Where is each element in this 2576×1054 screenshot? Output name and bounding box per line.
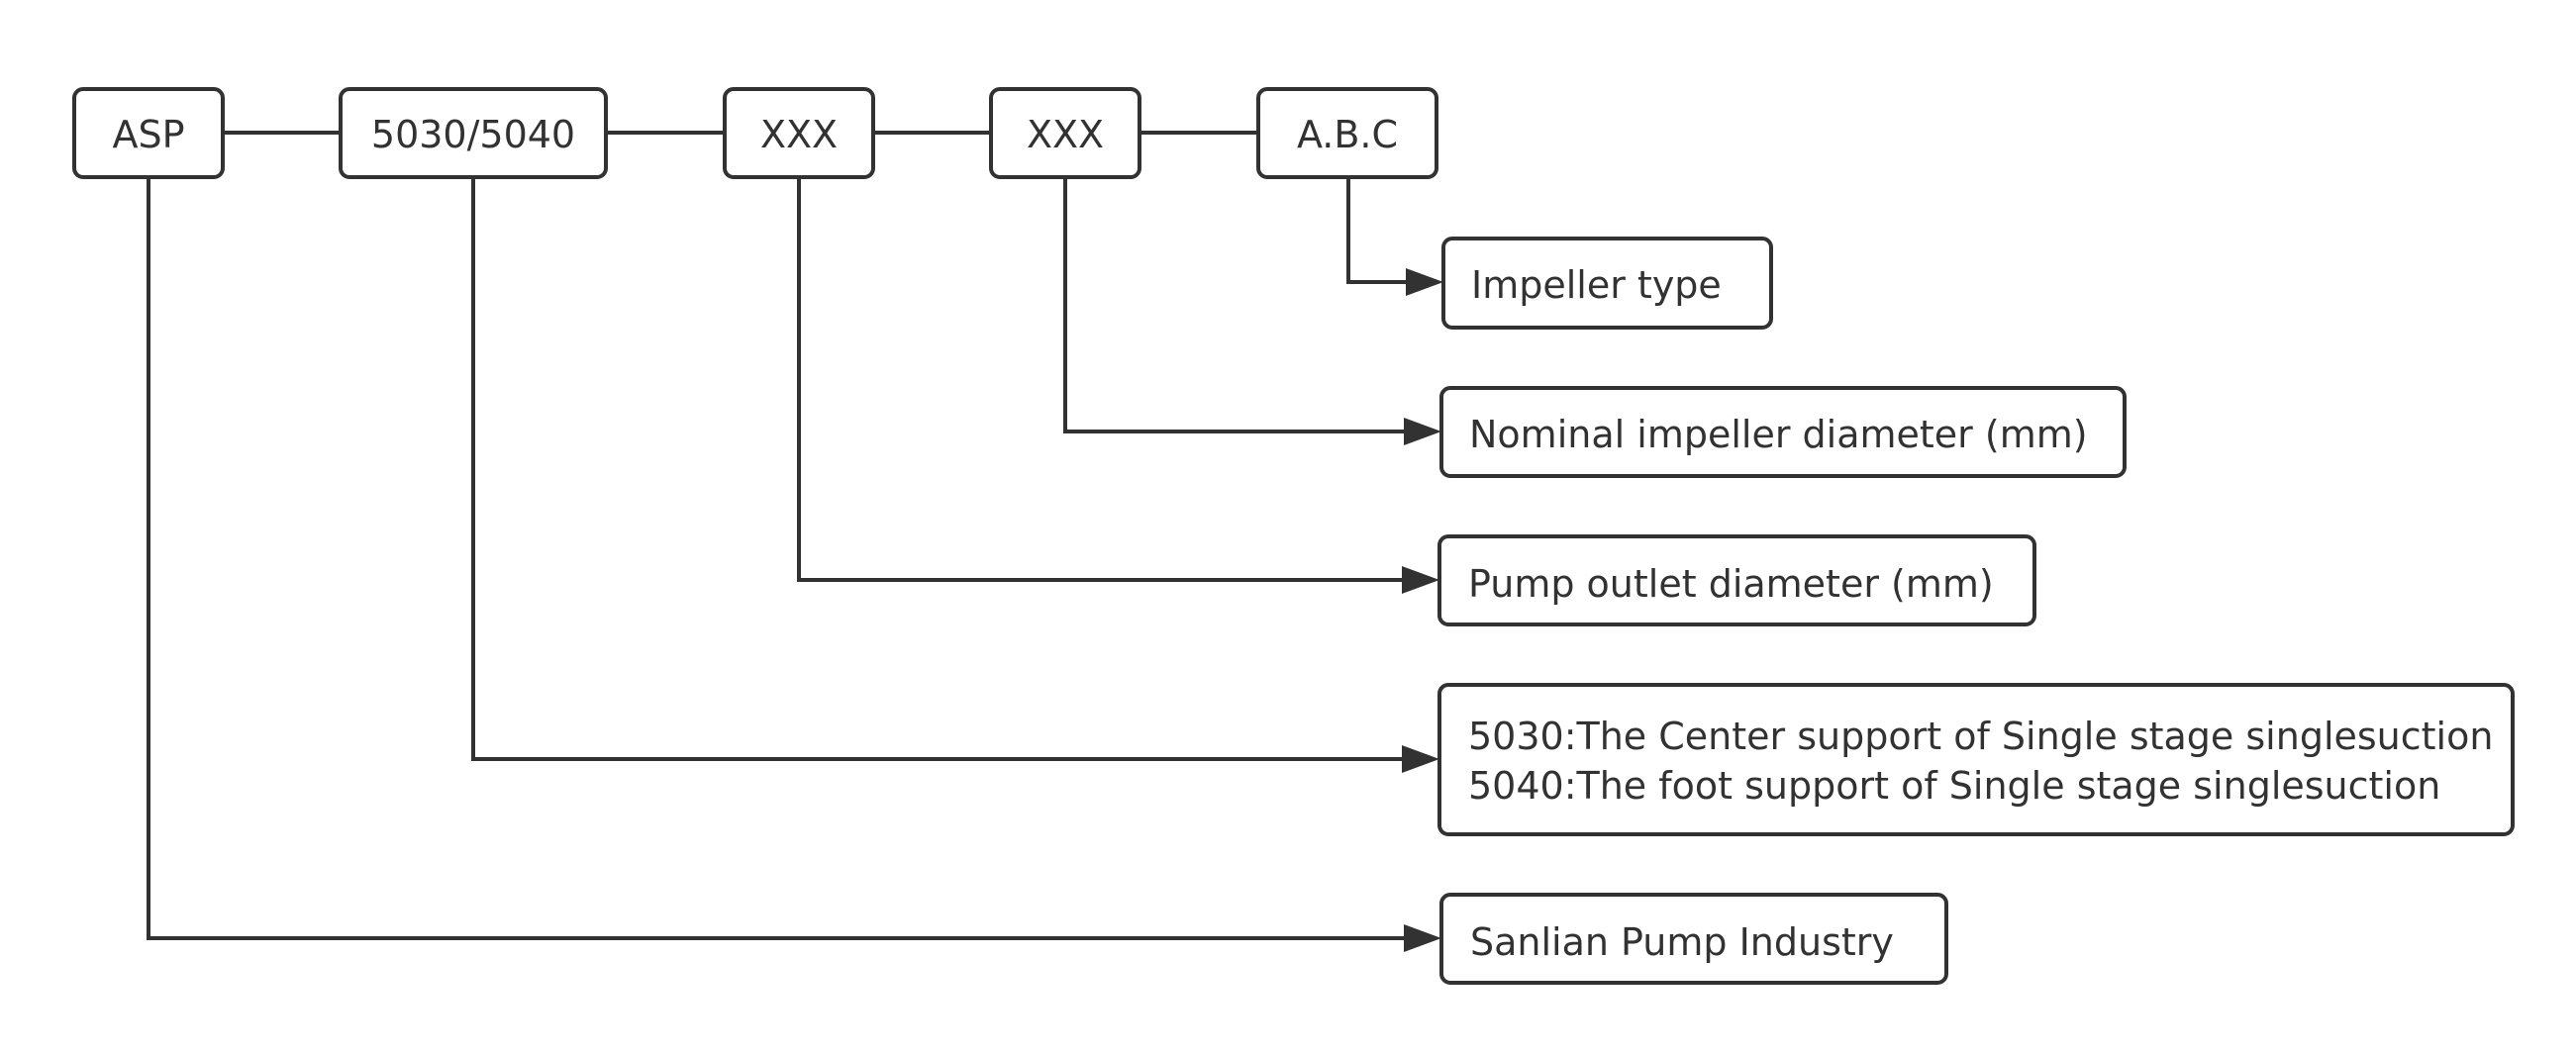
- code-box-outlet: XXX: [723, 87, 875, 179]
- connector-series: [471, 177, 1402, 761]
- connector-impeller-type: [1346, 177, 1406, 284]
- arrowhead-pump-outlet-diameter: [1402, 566, 1439, 594]
- connector-pump-outlet-diameter: [797, 177, 1402, 582]
- desc-pump-outlet-diameter: Pump outlet diameter (mm): [1468, 562, 1994, 606]
- code-label-asp: ASP: [112, 113, 184, 156]
- code-label-impeller-dia: XXX: [1027, 113, 1104, 156]
- code-box-asp: ASP: [72, 87, 225, 179]
- code-label-impeller-type: A.B.C: [1297, 113, 1398, 156]
- desc-box-pump-outlet-diameter: Pump outlet diameter (mm): [1437, 534, 2036, 626]
- code-box-series: 5030/5040: [339, 87, 608, 179]
- code-box-impeller-type: A.B.C: [1256, 87, 1438, 179]
- desc-manufacturer: Sanlian Pump Industry: [1470, 920, 1894, 964]
- desc-impeller-type: Impeller type: [1471, 263, 1722, 307]
- code-label-outlet: XXX: [760, 113, 838, 156]
- desc-box-nominal-impeller-diameter: Nominal impeller diameter (mm): [1439, 386, 2127, 478]
- desc-series-line-2: 5040:The foot support of Single stage si…: [1468, 764, 2440, 808]
- desc-box-impeller-type: Impeller type: [1441, 237, 1773, 330]
- desc-nominal-impeller-diameter: Nominal impeller diameter (mm): [1469, 413, 2088, 456]
- code-label-series: 5030/5040: [371, 113, 575, 156]
- desc-box-manufacturer: Sanlian Pump Industry: [1439, 893, 1948, 985]
- arrowhead-manufacturer: [1404, 924, 1441, 952]
- arrowhead-nominal-impeller-diameter: [1404, 418, 1441, 445]
- code-box-impeller-dia: XXX: [989, 87, 1141, 179]
- connector-manufacturer: [147, 177, 1404, 940]
- desc-series-line-1: 5030:The Center support of Single stage …: [1468, 715, 2493, 758]
- arrowhead-series: [1402, 745, 1439, 773]
- desc-box-series: 5030:The Center support of Single stage …: [1437, 683, 2515, 836]
- arrowhead-impeller-type: [1406, 268, 1443, 296]
- connector-nominal-impeller-diameter: [1063, 177, 1404, 433]
